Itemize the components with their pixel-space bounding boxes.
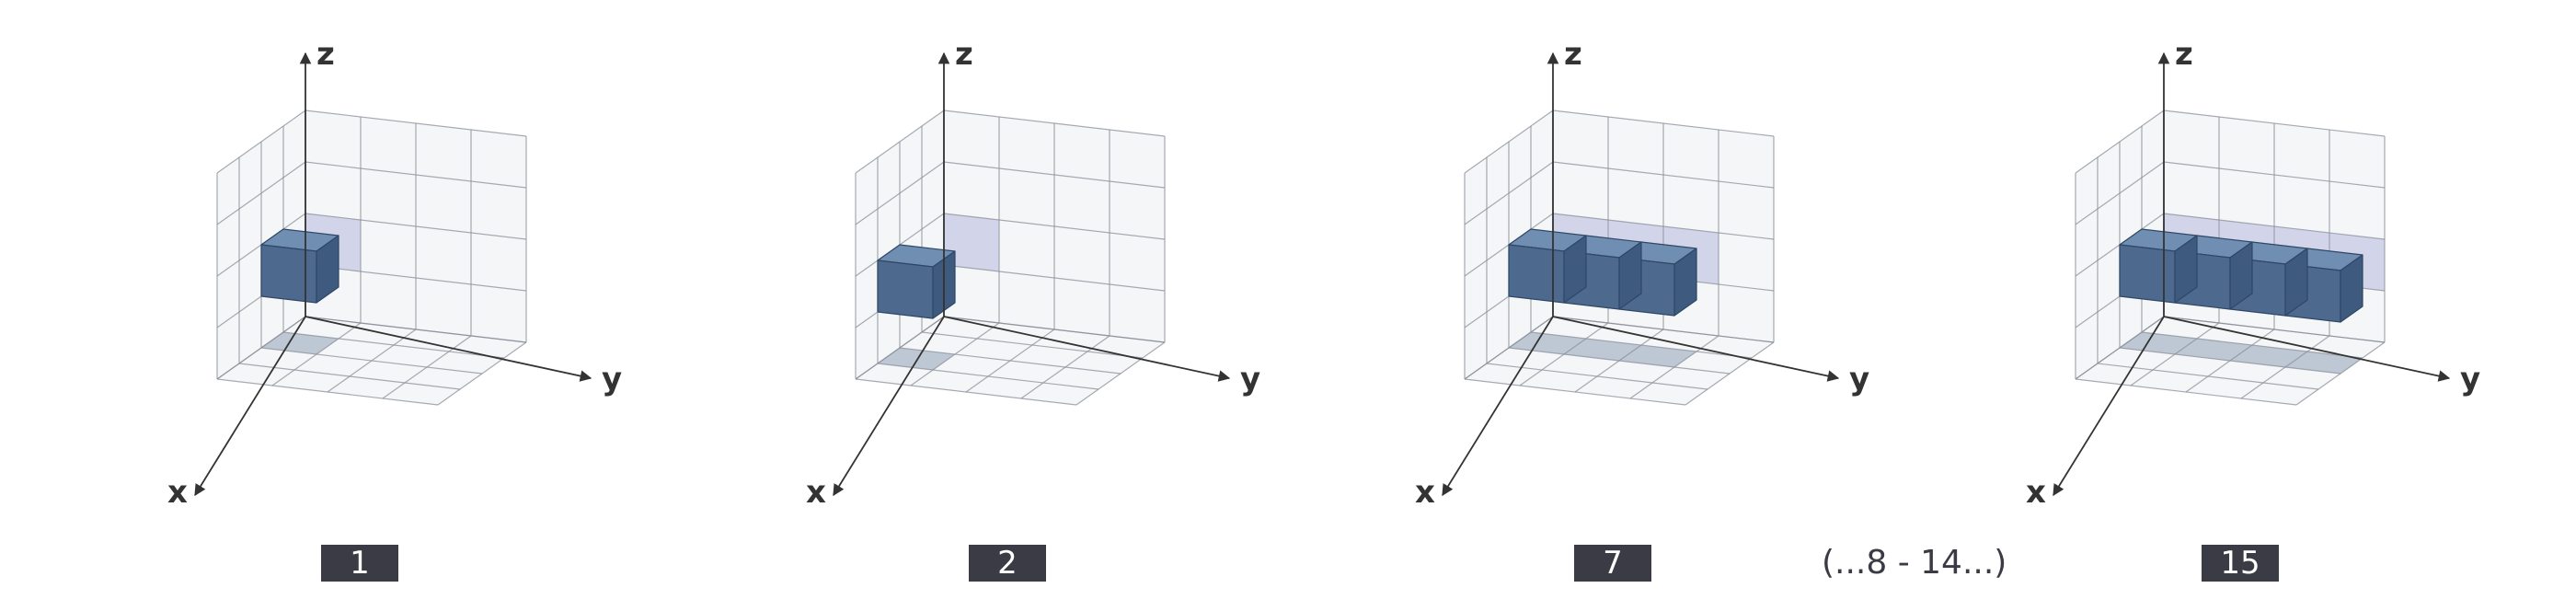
x-axis-label: x [2026,474,2046,511]
floor-shadow-3 [2285,352,2363,374]
y-axis [2163,316,2451,382]
voxel-cube [260,228,339,304]
x-axis-label: x [1415,474,1435,511]
floor-shadow-0 [261,332,339,354]
y-axis [305,316,592,382]
step-label-15: 15 [2202,545,2279,582]
axes [2053,52,2451,497]
voxel-cube [2284,248,2363,323]
x-axis [194,316,306,497]
cube-right-face [1618,241,1642,310]
panel-step-7: z y x [1415,36,1869,511]
z-axis-label: z [955,36,973,73]
cube-right-face [1563,235,1587,304]
cube-right-face [2340,254,2363,323]
step-label-1: 1 [321,545,398,582]
y-axis-label: y [1849,361,1869,398]
floor-shadow-1 [2175,339,2252,361]
floor-shadow-0 [1509,332,1586,354]
voxel-cube [2119,228,2198,304]
axes [194,52,592,497]
x-axis [2053,316,2165,497]
voxel-cube [1508,228,1587,304]
x-axis-label: x [167,474,188,511]
y-axis [1552,316,1840,382]
cube-front-face [877,259,934,319]
z-axis-label: z [316,36,335,73]
cube-front-face [2119,244,2176,304]
cube-front-face [260,244,317,304]
y-axis-label: y [2460,361,2480,398]
x-axis-label: x [806,474,826,511]
cube-right-face [2229,241,2253,310]
z-axis-label: z [2175,36,2193,73]
back-wall-shadow-0 [944,213,999,271]
floor-shadow-0 [878,348,955,370]
omitted-steps-note: (...8 - 14...) [1822,544,2007,582]
cube-right-face [2284,248,2308,317]
cube-right-face [1673,248,1697,317]
y-axis-label: y [602,361,622,398]
floor-shadow-0 [2120,332,2197,354]
floor-shadow-2 [2230,345,2307,367]
voxel-cube [877,244,956,319]
x-axis [833,316,945,497]
floor-shadow-1 [1564,339,1641,361]
axes [833,52,1231,497]
panel-step-2: z y x [806,36,1260,511]
z-axis-label: z [1564,36,1582,73]
cube-right-face [316,235,339,304]
cube-right-face [2174,235,2198,304]
step-label-7: 7 [1574,545,1651,582]
y-axis-label: y [1240,361,1260,398]
axes [1442,52,1840,497]
panel-step-15: z y x [2026,36,2480,511]
grid-lines [2075,110,2386,406]
grid-lines [1464,110,1775,406]
step-label-2: 2 [969,545,1046,582]
floor-shadow-2 [1619,345,1696,367]
y-axis [943,316,1231,382]
cube-front-face [1508,244,1565,304]
x-axis [1442,316,1554,497]
panel-step-1: z y x [167,36,622,511]
